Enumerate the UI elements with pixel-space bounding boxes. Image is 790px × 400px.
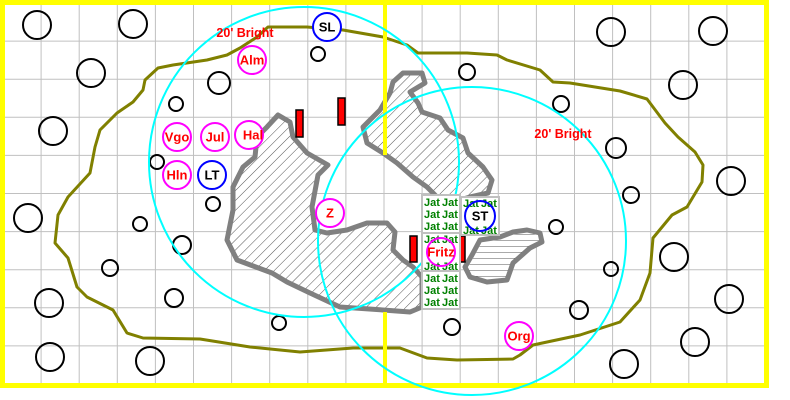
obstacle-circle	[605, 137, 627, 159]
monster-label: Jat	[424, 197, 440, 209]
obstacle-circle	[603, 261, 619, 277]
monster-label: Jat	[442, 285, 458, 297]
obstacle-circle	[207, 71, 231, 95]
obstacle-circle	[164, 288, 184, 308]
monster-label: Jat	[481, 225, 497, 237]
monster-label: Jat	[442, 234, 458, 246]
token-label: LT	[205, 168, 220, 183]
door	[295, 109, 304, 138]
obstacle-circle	[443, 318, 461, 336]
monster-label: Jat	[442, 209, 458, 221]
light-radius-east	[317, 86, 627, 396]
obstacle-circles	[13, 9, 746, 379]
token-label: Hal	[243, 128, 263, 143]
obstacle-circle	[118, 9, 148, 39]
token-jul[interactable]: Jul	[200, 122, 230, 152]
obstacle-circle	[716, 166, 746, 196]
obstacle-circle	[101, 259, 119, 277]
area-boundary	[53, 25, 705, 362]
obstacle-circle	[698, 16, 728, 46]
obstacle-circle	[35, 342, 65, 372]
map-divider-top	[383, 0, 387, 155]
token-sl[interactable]: SL	[312, 12, 342, 42]
token-z[interactable]: Z	[315, 198, 345, 228]
token-org[interactable]: Org	[504, 321, 534, 351]
monster-cell	[421, 194, 461, 234]
light-radius-west	[148, 6, 460, 318]
obstacle-circle	[135, 346, 165, 376]
token-label: Vgo	[165, 130, 190, 145]
obstacle-circle	[609, 349, 639, 379]
token-label: Z	[326, 206, 334, 221]
token-lt[interactable]: LT	[197, 160, 227, 190]
monster-label: Jat	[424, 297, 440, 309]
token-st[interactable]: ST	[464, 200, 496, 232]
obstacle-circle	[205, 196, 221, 212]
token-label: Org	[507, 329, 530, 344]
obstacle-circle	[132, 216, 148, 232]
door	[337, 97, 346, 126]
token-label: ST	[472, 209, 489, 224]
light-label-west: 20' Bright	[216, 26, 274, 40]
obstacle-circle	[622, 186, 640, 204]
obstacle-circle	[668, 70, 698, 100]
obstacle-circle	[76, 58, 106, 88]
monster-cell	[421, 232, 461, 272]
monster-label: Jat	[442, 273, 458, 285]
obstacle-circle	[596, 17, 626, 47]
monster-label: Jat	[424, 209, 440, 221]
token-fritz[interactable]: Fritz	[426, 237, 456, 267]
token-label: Alm	[240, 53, 265, 68]
obstacle-circle	[714, 284, 744, 314]
obstacle-circle	[13, 203, 43, 233]
light-label-east: 20' Bright	[534, 127, 592, 141]
monster-cell	[421, 270, 461, 310]
monster-cell	[460, 196, 500, 236]
obstacle-circle	[38, 116, 68, 146]
obstacle-circle	[659, 242, 689, 272]
token-hln[interactable]: Hln	[162, 160, 192, 190]
obstacle-circle	[271, 315, 287, 331]
monster-label: Jat	[463, 225, 479, 237]
obstacle-circle	[552, 95, 570, 113]
monster-label: Jat	[424, 221, 440, 233]
obstacle-circle	[458, 63, 476, 81]
token-alm[interactable]: Alm	[237, 45, 267, 75]
obstacle-circle	[310, 46, 326, 62]
obstacle-circle	[680, 327, 710, 357]
map-divider-bottom	[383, 312, 387, 387]
obstacle-circle	[168, 96, 184, 112]
obstacle-circle	[34, 288, 64, 318]
monster-label: Jat	[424, 273, 440, 285]
token-vgo[interactable]: Vgo	[162, 122, 192, 152]
token-label: SL	[319, 20, 336, 35]
map-border	[0, 0, 769, 388]
rubble-area-east	[462, 227, 545, 285]
monster-label: Jat	[442, 221, 458, 233]
token-label: Hln	[167, 168, 188, 183]
monster-label: Jat	[442, 297, 458, 309]
door	[409, 235, 418, 263]
obstacle-circle	[22, 10, 52, 40]
token-label: Jul	[206, 130, 225, 145]
token-label: Fritz	[427, 245, 455, 260]
token-hal[interactable]: Hal	[234, 120, 264, 150]
monster-label: Jat	[442, 197, 458, 209]
monster-label: Jat	[424, 285, 440, 297]
obstacle-circle	[569, 300, 589, 320]
obstacle-circle	[548, 219, 564, 235]
